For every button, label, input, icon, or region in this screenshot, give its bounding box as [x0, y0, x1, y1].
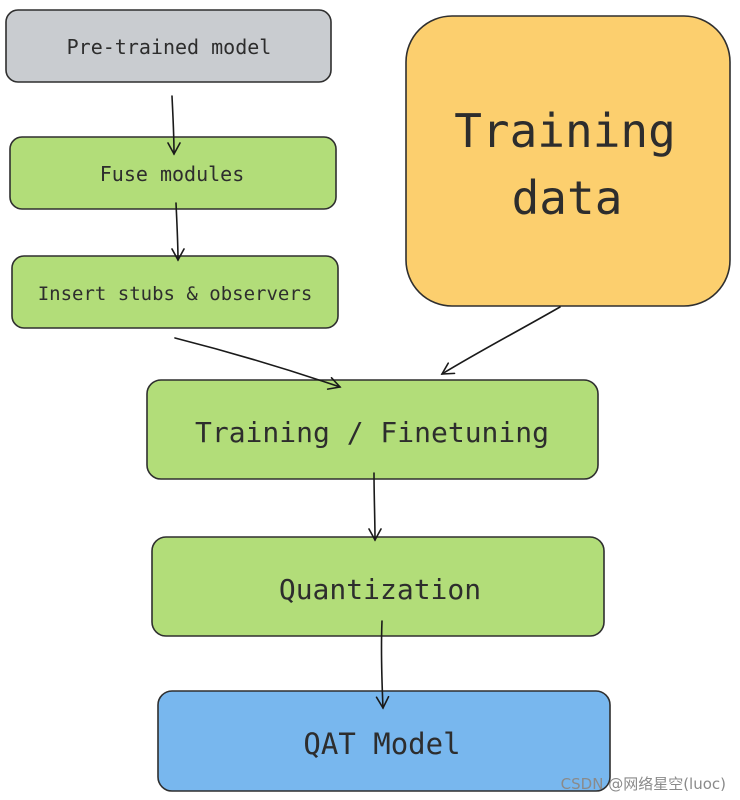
node-training-data: Training data: [405, 15, 731, 307]
node-qat-model: QAT Model: [157, 690, 611, 792]
node-fuse-modules: Fuse modules: [9, 136, 337, 210]
node-insert-stubs: Insert stubs & observers: [11, 255, 339, 329]
training-data-box: [405, 15, 731, 307]
arrow-quantization-to-qat: [375, 620, 390, 710]
qat-model-label: QAT Model: [303, 727, 460, 761]
arrow-data-to-training: [440, 306, 561, 375]
training-data-line1: Training: [454, 104, 676, 158]
arrow-training-to-quantization: [368, 472, 382, 542]
pretrained-label: Pre-trained model: [67, 35, 272, 59]
node-training-finetuning: Training / Finetuning: [146, 379, 599, 480]
pretrained-box: [5, 9, 332, 83]
qat-model-box: [157, 690, 611, 792]
insert-label: Insert stubs & observers: [38, 283, 313, 305]
training-label: Training / Finetuning: [195, 416, 549, 449]
fuse-label: Fuse modules: [100, 162, 245, 186]
watermark: CSDN @网络星空(luoc): [560, 775, 726, 793]
arrow-fuse-to-insert: [171, 202, 185, 262]
node-pretrained-model: Pre-trained model: [5, 9, 332, 83]
training-data-line2: data: [512, 171, 623, 225]
quantization-label: Quantization: [279, 573, 481, 606]
arrow-pretrained-to-fuse: [167, 95, 181, 156]
arrow-insert-to-training: [174, 337, 342, 390]
training-box: [146, 379, 599, 480]
node-quantization: Quantization: [151, 536, 605, 637]
